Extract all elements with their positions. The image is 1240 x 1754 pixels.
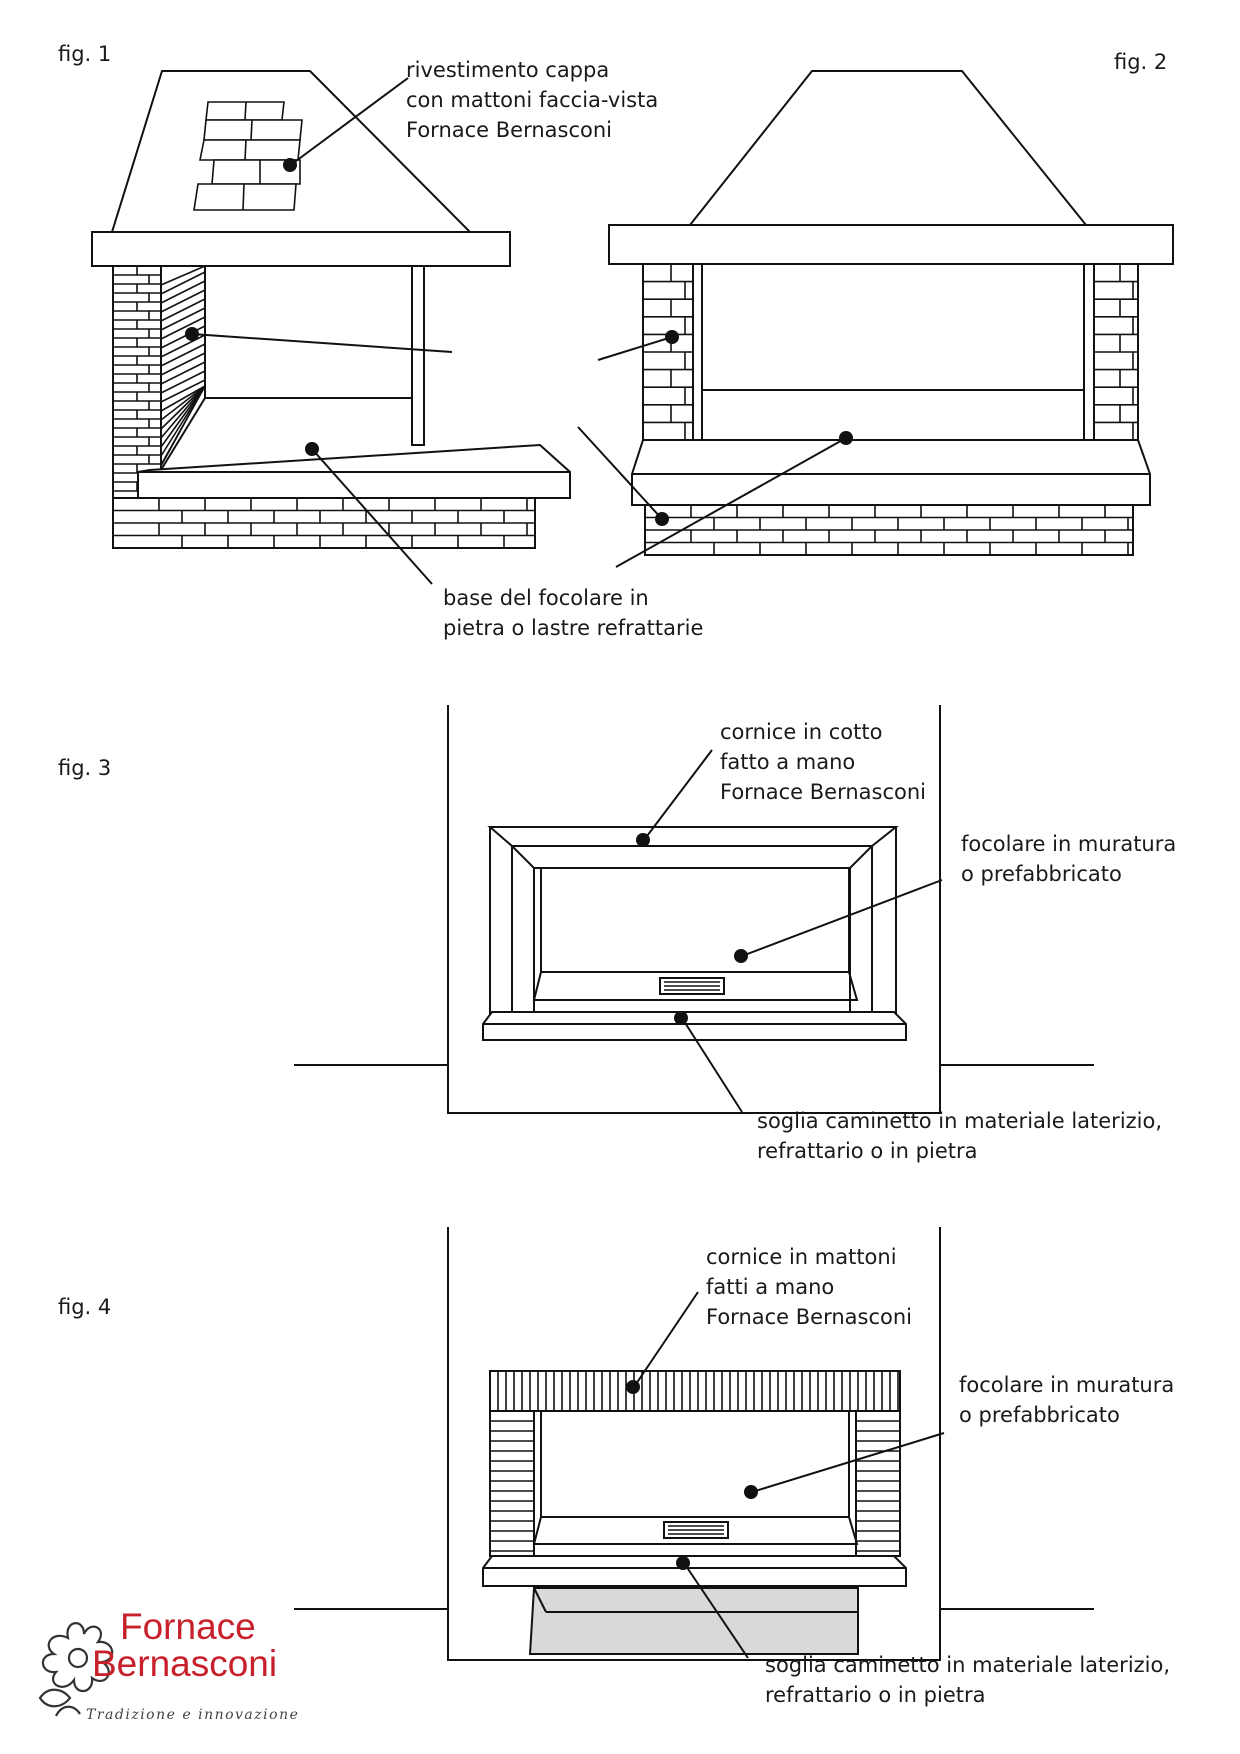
fig3-hearth-floor — [532, 971, 859, 1001]
fig4-lintel-bricks — [497, 1371, 899, 1411]
fig3-drawing — [294, 705, 1094, 1114]
fig1-base-courses — [113, 498, 535, 548]
fig4-right-jamb — [855, 1410, 901, 1557]
fig1-label: fig. 1 — [58, 42, 112, 66]
logo-line1: Fornace — [120, 1606, 256, 1647]
fig4-label: fig. 4 — [58, 1295, 112, 1319]
fig4-firebox — [540, 1410, 850, 1518]
fig4-brick-lintel — [489, 1370, 901, 1412]
logo-tagline: Tradizione e innovazione — [86, 1707, 300, 1723]
fig2-hood — [687, 70, 1089, 226]
fig3-wall — [447, 705, 941, 1114]
fig3-hearth-annotation: focolare in muratura o prefabbricato — [961, 832, 1177, 886]
fig1-side-wall — [160, 265, 206, 474]
fig4-left-jamb — [489, 1410, 535, 1557]
fig1-hood-bricks — [193, 101, 303, 211]
logo-line2: Bernasconi — [92, 1643, 278, 1684]
fig4-jamb-courses — [490, 1420, 900, 1552]
fig1-mantel — [91, 231, 511, 267]
fig1-right-jamb — [411, 265, 425, 446]
fig2-base-courses — [645, 505, 1133, 555]
fig1-side-wall-courses — [160, 265, 206, 467]
fig4-hearth-floor — [532, 1516, 859, 1545]
flower-outline-icon — [38, 1622, 114, 1717]
fig2-mantel — [608, 224, 1174, 265]
fornace-bernasconi-logo: Fornace Bernasconi Tradizione e innovazi… — [26, 1598, 326, 1738]
fig1-back-wall — [204, 265, 413, 399]
fig4-sill-annotation: soglia caminetto in materiale laterizio,… — [765, 1653, 1171, 1707]
fig4-frame-annotation: cornice in mattoni fatti a mano Fornace … — [706, 1245, 913, 1329]
fig3-frame-annotation: cornice in cotto fatto a mano Fornace Be… — [720, 720, 927, 804]
fig2-label: fig. 2 — [1114, 50, 1168, 74]
fig4-sill — [482, 1555, 907, 1587]
fig4-base-block — [528, 1587, 859, 1655]
fig2-left-jamb-courses — [643, 264, 693, 440]
fig1-base-annotation: base del focolare in pietra o lastre ref… — [443, 586, 704, 640]
fig3-label: fig. 3 — [58, 756, 112, 780]
fig4-drawing — [294, 1227, 1094, 1661]
fig2-hearth-slab — [631, 439, 1151, 506]
fig2-right-jamb-courses — [1094, 264, 1138, 440]
fig2-drawing — [577, 70, 1174, 568]
fig3-sill-annotation: soglia caminetto in materiale laterizio,… — [757, 1109, 1163, 1163]
fig1-hood-annotation: rivestimento cappa con mattoni faccia-vi… — [406, 58, 659, 142]
fig1-drawing — [91, 70, 571, 585]
fig2-back-wall — [699, 263, 1085, 391]
fig4-wall — [447, 1227, 941, 1661]
fig4-hearth-annotation: focolare in muratura o prefabbricato — [959, 1373, 1175, 1427]
